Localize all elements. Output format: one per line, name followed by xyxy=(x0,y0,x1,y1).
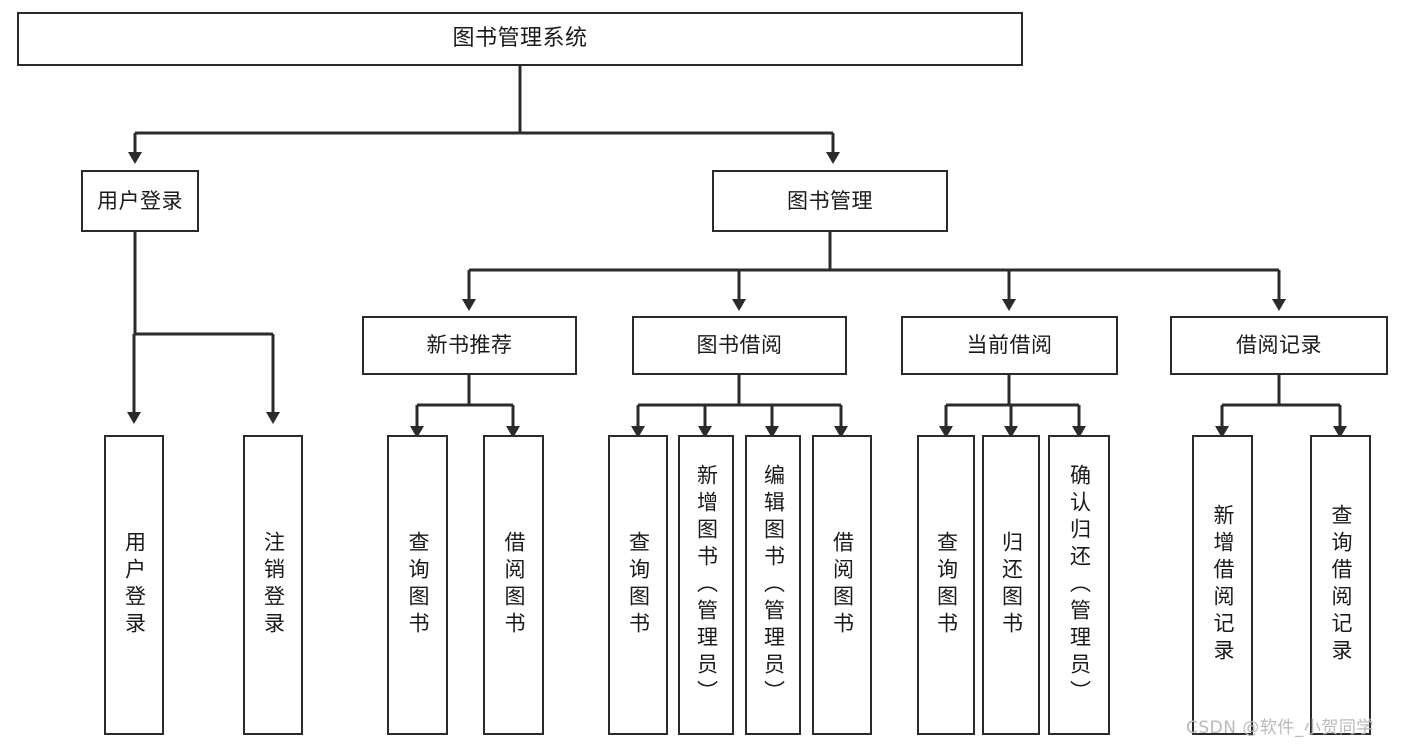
node-borrow-record[interactable]: 借阅记录 xyxy=(1170,316,1388,375)
leaf-query-book-2-label: 查询图书 xyxy=(626,531,651,639)
leaf-borrow-book-2[interactable]: 借阅图书 xyxy=(812,435,872,735)
leaf-user-logout[interactable]: 注销登录 xyxy=(243,435,303,735)
node-borrow-record-label: 借阅记录 xyxy=(1236,333,1322,357)
node-book-borrow[interactable]: 图书借阅 xyxy=(632,316,847,375)
node-root[interactable]: 图书管理系统 xyxy=(17,12,1023,66)
node-user-login[interactable]: 用户登录 xyxy=(81,170,199,232)
csdn-watermark: CSDN @软件_小贺同学 xyxy=(1186,718,1374,738)
leaf-edit-book-label: 编辑图书（管理员） xyxy=(761,463,786,707)
leaf-add-book-label: 新增图书（管理员） xyxy=(694,463,719,707)
node-user-login-label: 用户登录 xyxy=(97,188,183,213)
leaf-edit-book[interactable]: 编辑图书（管理员） xyxy=(745,435,801,735)
leaf-return-book[interactable]: 归还图书 xyxy=(982,435,1040,735)
leaf-borrow-book-2-label: 借阅图书 xyxy=(830,531,855,639)
leaf-user-login[interactable]: 用户登录 xyxy=(104,435,164,735)
leaf-user-logout-label: 注销登录 xyxy=(261,531,286,639)
node-book-borrow-label: 图书借阅 xyxy=(696,333,783,357)
leaf-borrow-book-1-label: 借阅图书 xyxy=(502,531,526,639)
leaf-add-record-label: 新增借阅记录 xyxy=(1211,504,1235,666)
node-book-manage[interactable]: 图书管理 xyxy=(712,170,948,232)
leaf-query-book-1[interactable]: 查询图书 xyxy=(387,435,448,735)
leaf-borrow-book-1[interactable]: 借阅图书 xyxy=(483,435,544,735)
leaf-add-record[interactable]: 新增借阅记录 xyxy=(1192,435,1253,735)
leaf-query-record-label: 查询借阅记录 xyxy=(1329,504,1353,666)
node-current-borrow-label: 当前借阅 xyxy=(966,333,1053,357)
node-root-label: 图书管理系统 xyxy=(452,26,588,51)
leaf-query-book-2[interactable]: 查询图书 xyxy=(608,435,668,735)
leaf-query-book-3[interactable]: 查询图书 xyxy=(917,435,975,735)
node-book-manage-label: 图书管理 xyxy=(787,188,873,213)
leaf-query-book-3-label: 查询图书 xyxy=(934,531,959,639)
node-new-book-recommend[interactable]: 新书推荐 xyxy=(362,316,577,375)
leaf-confirm-return[interactable]: 确认归还（管理员） xyxy=(1048,435,1110,735)
leaf-user-login-label: 用户登录 xyxy=(122,531,147,639)
leaf-query-book-1-label: 查询图书 xyxy=(406,531,430,639)
node-current-borrow[interactable]: 当前借阅 xyxy=(901,316,1118,375)
node-new-book-recommend-label: 新书推荐 xyxy=(426,333,513,357)
leaf-add-book[interactable]: 新增图书（管理员） xyxy=(678,435,734,735)
leaf-confirm-return-label: 确认归还（管理员） xyxy=(1067,463,1092,707)
leaf-return-book-label: 归还图书 xyxy=(999,531,1024,639)
leaf-query-record[interactable]: 查询借阅记录 xyxy=(1310,435,1371,735)
